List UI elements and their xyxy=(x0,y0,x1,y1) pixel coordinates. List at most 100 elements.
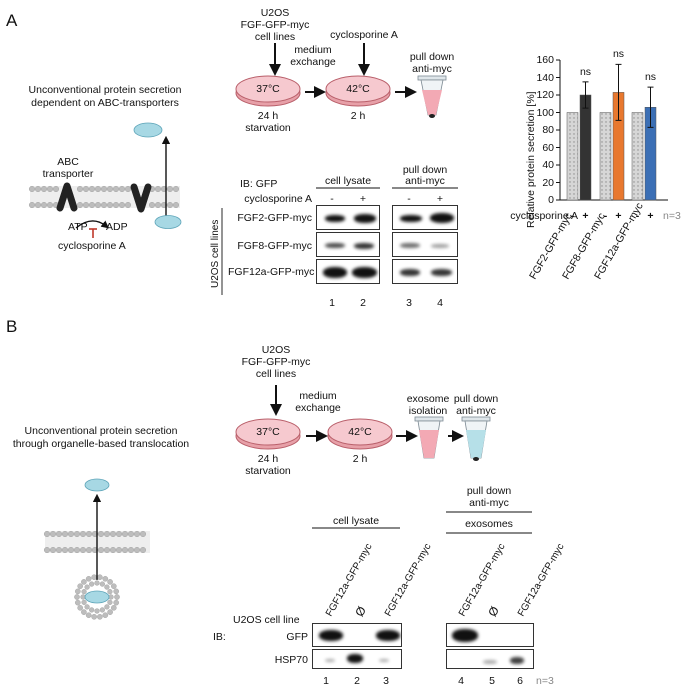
chart-ytick-6: 120 xyxy=(536,89,554,101)
chart-ytick-2: 40 xyxy=(542,159,554,171)
blot-a-lysate-fgf2 xyxy=(316,205,380,230)
chart-ytick-0: 0 xyxy=(548,194,554,206)
chart-ytick-5: 100 xyxy=(536,106,554,119)
blot-a-group-lysate: cell lysate xyxy=(324,175,372,187)
dish1-time-2: starvation xyxy=(245,122,291,134)
b-cells-label-2: FGF-GFP-myc xyxy=(241,356,311,368)
b-cells-label-1: U2OS xyxy=(261,344,291,356)
b-dish2-time: 2 h xyxy=(352,453,368,465)
b-lane-1: 1 xyxy=(323,675,329,687)
blot-a-pulldown-fgf12a xyxy=(392,259,458,284)
b-blot-exosome-hsp70 xyxy=(446,649,534,669)
blot-a-group-pulldown-2: anti-myc xyxy=(405,175,445,187)
b-cells-label-3: cell lines xyxy=(255,368,297,380)
blot-a-row-fgf2: FGF2-GFP-myc xyxy=(237,212,312,224)
b-blot-group-exosomes: exosomes xyxy=(465,518,513,530)
abc-label-line2: transporter xyxy=(42,168,94,180)
abc-transporter-icon-2 xyxy=(130,183,152,213)
tube-icon xyxy=(417,75,447,118)
protein-outside-icon xyxy=(133,122,163,138)
chart-ytick-1: 20 xyxy=(542,176,554,189)
b-cell-line-label: U2OS cell line xyxy=(233,614,300,626)
dish1-temp: 37°C xyxy=(256,83,280,95)
bar-0-0 xyxy=(566,112,579,201)
blot-a-lane-4: 4 xyxy=(437,297,443,309)
b-exosome-label-1: exosome xyxy=(406,393,450,405)
error-bar-1 xyxy=(615,63,622,121)
secreted-protein-icon xyxy=(84,478,110,492)
workflow-b xyxy=(235,385,491,461)
dish2-temp: 42°C xyxy=(346,83,370,95)
chart-sign-0-0: - xyxy=(570,210,575,222)
b-blot-header-1: pull down xyxy=(466,485,512,497)
chart-sign-2-1: + xyxy=(647,210,654,222)
blot-a-ib: IB: GFP xyxy=(240,178,278,190)
blot-a-pulldown-fgf8 xyxy=(392,232,458,257)
b-exchange-label-1: medium xyxy=(299,390,337,402)
blot-a-sign-1: - xyxy=(330,193,334,205)
membrane-organelle xyxy=(44,478,150,620)
chart-sign-2-0: - xyxy=(635,210,640,222)
adp-label: ADP xyxy=(106,221,128,233)
dish2-time: 2 h xyxy=(350,110,366,122)
b-dish1-temp: 37°C xyxy=(256,426,280,438)
b-pulldown-label-1: pull down xyxy=(453,393,499,405)
blot-a-treatment-row: cyclosporine A xyxy=(244,193,312,205)
chart-sign-1-0: - xyxy=(603,210,608,222)
blot-a-row-fgf12a: FGF12a-GFP-myc xyxy=(228,266,315,278)
blot-a-lines xyxy=(221,187,458,295)
pulldown-label-1: pull down xyxy=(409,51,455,63)
b-lane-2: 2 xyxy=(354,675,360,687)
blot-a-group-pulldown-1: pull down xyxy=(402,164,448,176)
panel-b-caption-line1: Unconventional protein secretion xyxy=(24,425,178,437)
b-row-gfp: GFP xyxy=(286,631,308,643)
vesicle-protein-icon xyxy=(84,590,110,604)
error-bar-0 xyxy=(582,81,589,109)
cells-label-3: cell lines xyxy=(254,31,296,43)
bar-0-1 xyxy=(579,94,592,201)
cells-label-2: FGF-GFP-myc xyxy=(240,19,310,31)
b-lane-5: 5 xyxy=(489,675,495,687)
b-blot-lysate-gfp xyxy=(312,623,402,647)
exchange-label-1: medium xyxy=(294,44,332,56)
abc-transporter-icon xyxy=(56,182,78,212)
protein-inside-icon xyxy=(154,215,182,229)
dish-37-icon xyxy=(235,75,301,107)
chart-n: n=3 xyxy=(663,210,681,222)
b-ib-label: IB: xyxy=(213,631,226,643)
blot-a-row-fgf8: FGF8-GFP-myc xyxy=(237,240,312,252)
chart-sign-1-1: + xyxy=(615,210,622,222)
blot-a-pulldown-fgf2 xyxy=(392,205,458,230)
panel-a-label: A xyxy=(6,11,18,30)
b-row-hsp70: HSP70 xyxy=(274,654,308,666)
blot-a-lysate-fgf8 xyxy=(316,232,380,257)
panel-b-label: B xyxy=(6,317,18,336)
blot-a-side-label: U2OS cell lines xyxy=(210,219,221,288)
blot-a-lane-1: 1 xyxy=(329,297,335,309)
treatment-label: cyclosporine A xyxy=(330,29,398,41)
panel-a-caption-line2: dependent on ABC-transporters xyxy=(31,97,179,109)
chart-ytick-4: 80 xyxy=(542,124,554,136)
secretion-bar-chart xyxy=(556,59,668,201)
exosome-tube-icon xyxy=(414,416,444,459)
chart-ns-1: ns xyxy=(612,48,625,61)
chart-treatment-label: cyclosporine A xyxy=(510,210,578,222)
b-lane-4: 4 xyxy=(458,675,464,687)
chart-ns-2: ns xyxy=(644,71,657,84)
dish-37-icon-b xyxy=(235,418,301,450)
exchange-label-2: exchange xyxy=(290,56,336,68)
error-bar-2 xyxy=(647,86,654,128)
chart-ns-0: ns xyxy=(579,65,592,78)
pulldown-label-2: anti-myc xyxy=(412,63,452,75)
vesicle-icon xyxy=(74,574,120,620)
atp-label: ATP xyxy=(68,221,88,233)
b-exosome-label-2: isolation xyxy=(408,405,448,417)
chart-ytick-8: 160 xyxy=(536,54,554,66)
chart-ytick-3: 60 xyxy=(542,141,554,154)
dish1-time-1: 24 h xyxy=(257,110,279,122)
inhibitor-label: cyclosporine A xyxy=(58,240,126,252)
blot-a-lysate-fgf12a xyxy=(316,259,380,284)
blot-b-lines xyxy=(312,511,532,534)
